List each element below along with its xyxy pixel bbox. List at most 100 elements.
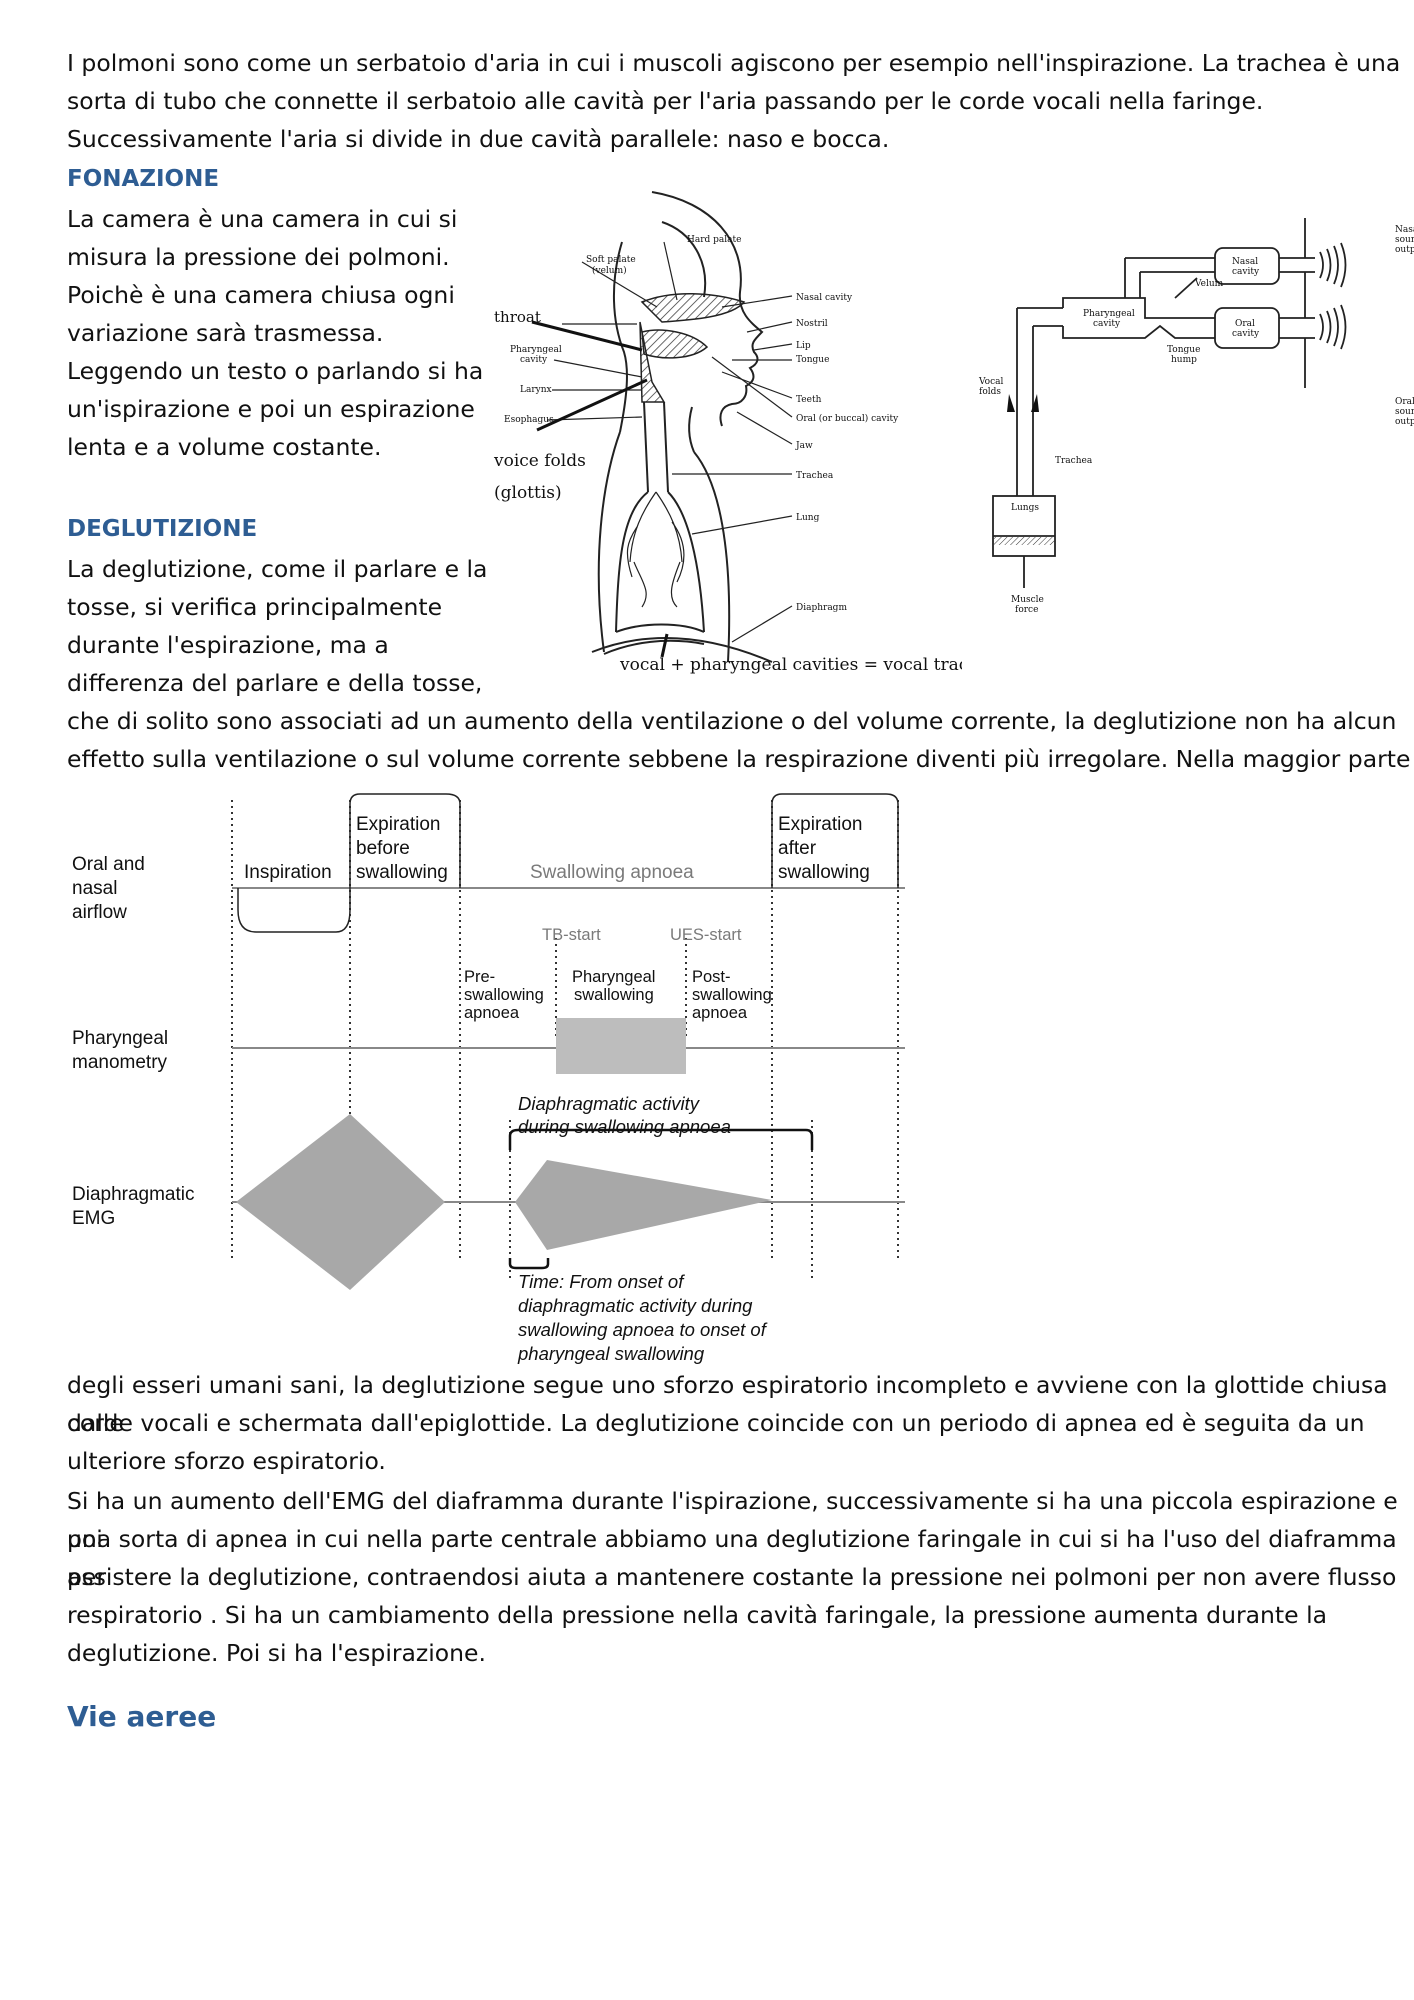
row-label-manometry-2: manometry <box>72 1052 168 1073</box>
annotation-diaphragmatic-2: during swallowing apnoea <box>518 1116 731 1137</box>
section-heading-vie-aeree: Vie aeree <box>67 1700 217 1733</box>
text-line: Si ha un aumento dell'EMG del diaframma … <box>67 1487 1398 1553</box>
marker-ues-start: UES-start <box>670 926 742 944</box>
label-hump: hump <box>1171 355 1197 365</box>
label-oral-output-2: output <box>1395 417 1414 427</box>
label-nasal-output: Nasal <box>1395 225 1414 235</box>
label-force: force <box>1015 605 1038 615</box>
text-line: tosse, si verifica principalmente <box>67 593 443 621</box>
label-pharyngeal-cavity: cavity <box>520 355 548 365</box>
label-nasal-cavity: cavity <box>1232 267 1260 277</box>
label-nasal-sound: sound <box>1395 235 1414 245</box>
row-label-airflow-2: nasal <box>72 878 117 899</box>
label-oral: Oral <box>1235 319 1255 329</box>
label-pharyngeal-cavity: cavity <box>1093 319 1121 329</box>
text-line: un'ispirazione e poi un espirazione <box>67 395 475 423</box>
row-label-manometry-1: Pharyngeal <box>72 1028 168 1049</box>
row-label-airflow-1: Oral and <box>72 854 145 875</box>
text-line: variazione sarà trasmessa. <box>67 319 384 347</box>
label-glottis: (glottis) <box>494 483 562 503</box>
label-vocal: Vocal <box>978 377 1003 387</box>
label-larynx: Larynx <box>520 385 552 395</box>
label-tongue: Tongue <box>1167 345 1200 355</box>
annotation-time-2: diaphragmatic activity during <box>518 1295 753 1316</box>
section-heading-fonazione: FONAZIONE <box>67 166 220 192</box>
marker-pharyngeal-1: Pharyngeal <box>572 968 655 986</box>
label-velum: (velum) <box>592 265 627 276</box>
annotation-time-1: Time: From onset of <box>518 1271 685 1292</box>
label-lung: Lung <box>796 513 820 523</box>
text-line: I polmoni sono come un serbatoio d'aria … <box>67 49 1401 77</box>
text-line: effetto sulla ventilazione o sul volume … <box>67 745 1411 773</box>
label-oral-cavity: Oral (or buccal) cavity <box>796 413 899 424</box>
row-label-emg-2: EMG <box>72 1208 115 1229</box>
marker-tb-start: TB-start <box>542 926 601 944</box>
marker-post-2: swallowing <box>692 986 772 1004</box>
marker-post-3: apnoea <box>692 1004 748 1022</box>
marker-pre-2: swallowing <box>464 986 544 1004</box>
label-tongue: Tongue <box>796 355 829 365</box>
text-line: una sorta di apnea in cui nella parte ce… <box>67 1525 1397 1591</box>
label-nostril: Nostril <box>796 319 828 329</box>
label-diaphragm: Diaphragm <box>796 603 847 613</box>
phase-expiration-before-2: before <box>356 838 410 859</box>
annotation-time-4: pharyngeal swallowing <box>517 1343 705 1364</box>
label-lungs: Lungs <box>1011 503 1039 513</box>
label-hard-palate: Hard palate <box>687 235 741 245</box>
text-line: Leggendo un testo o parlando si ha <box>67 357 484 385</box>
figure-caption: vocal + pharyngeal cavities = vocal trac… <box>619 655 962 675</box>
phase-expiration-after-2: after <box>778 838 817 859</box>
text-line: Poichè è una camera chiusa ogni <box>67 281 455 309</box>
text-line: degli esseri umani sani, la deglutizione… <box>67 1371 1388 1437</box>
annotation-time-3: swallowing apnoea to onset of <box>518 1319 768 1340</box>
phase-expiration-before-1: Expiration <box>356 814 441 835</box>
text-line: durante l'espirazione, ma a <box>67 631 389 659</box>
label-nasal-output-2: output <box>1395 245 1414 255</box>
text-line: che di solito sono associati ad un aumen… <box>67 707 1397 735</box>
marker-pre-1: Pre- <box>464 968 495 986</box>
label-pharyngeal: Pharyngeal <box>1083 309 1135 319</box>
text-line: Successivamente l'aria si divide in due … <box>67 125 890 153</box>
label-lip: Lip <box>796 341 811 351</box>
label-voice-folds: voice folds <box>493 451 586 471</box>
text-line: assistere la deglutizione, contraendosi … <box>67 1563 1397 1591</box>
text-line: misura la pressione dei polmoni. <box>67 243 450 271</box>
text-line: La deglutizione, come il parlare e la <box>67 555 488 583</box>
row-label-airflow-3: airflow <box>72 902 127 923</box>
label-jaw: Jaw <box>795 441 813 451</box>
label-oral-sound: sound <box>1395 407 1414 417</box>
label-folds: folds <box>979 387 1001 397</box>
text-line: sorta di tubo che connette il serbatoio … <box>67 87 1264 115</box>
label-nasal: Nasal <box>1232 257 1258 267</box>
text-line: differenza del parlare e della tosse, <box>67 669 483 697</box>
phase-expiration-after-1: Expiration <box>778 814 863 835</box>
marker-post-1: Post- <box>692 968 731 986</box>
label-muscle: Muscle <box>1011 595 1044 605</box>
label-trachea: Trachea <box>796 471 834 481</box>
row-label-emg-1: Diaphragmatic <box>72 1184 195 1205</box>
label-teeth: Teeth <box>796 395 822 405</box>
label-soft-palate: Soft palate <box>586 255 636 265</box>
label-oral-output: Oral <box>1395 397 1414 407</box>
label-nasal-cavity: Nasal cavity <box>796 293 853 303</box>
anatomy-figure: Hard palate Soft palate (velum) Nasal ca… <box>493 191 962 675</box>
phase-expiration-before-3: swallowing <box>356 862 448 883</box>
tube-model-figure: Nasal cavity Velum Oral cavity Pharyngea… <box>978 218 1414 615</box>
label-trachea: Trachea <box>1055 456 1093 466</box>
text-line: lenta e a volume costante. <box>67 433 382 461</box>
swallowing-diagram: Oral and nasal airflow Pharyngeal manome… <box>72 793 905 1364</box>
text-line: deglutizione. Poi si ha l'espirazione. <box>67 1639 486 1667</box>
label-oral-cavity: cavity <box>1232 329 1260 339</box>
phase-swallowing-apnoea: Swallowing apnoea <box>530 862 694 883</box>
marker-pre-3: apnoea <box>464 1004 520 1022</box>
text-line: corde vocali e schermata dall'epiglottid… <box>67 1409 1365 1437</box>
label-throat: throat <box>494 308 541 326</box>
annotation-diaphragmatic-1: Diaphragmatic activity <box>518 1093 701 1114</box>
marker-pharyngeal-2: swallowing <box>574 986 654 1004</box>
text-line: ulteriore sforzo espiratorio. <box>67 1447 386 1475</box>
text-line: La camera è una camera in cui si <box>67 205 458 233</box>
label-pharyngeal: Pharyngeal <box>510 345 562 355</box>
label-esophagus: Esophagus <box>504 415 554 425</box>
phase-inspiration: Inspiration <box>244 862 332 883</box>
label-velum: Velum <box>1194 279 1224 289</box>
